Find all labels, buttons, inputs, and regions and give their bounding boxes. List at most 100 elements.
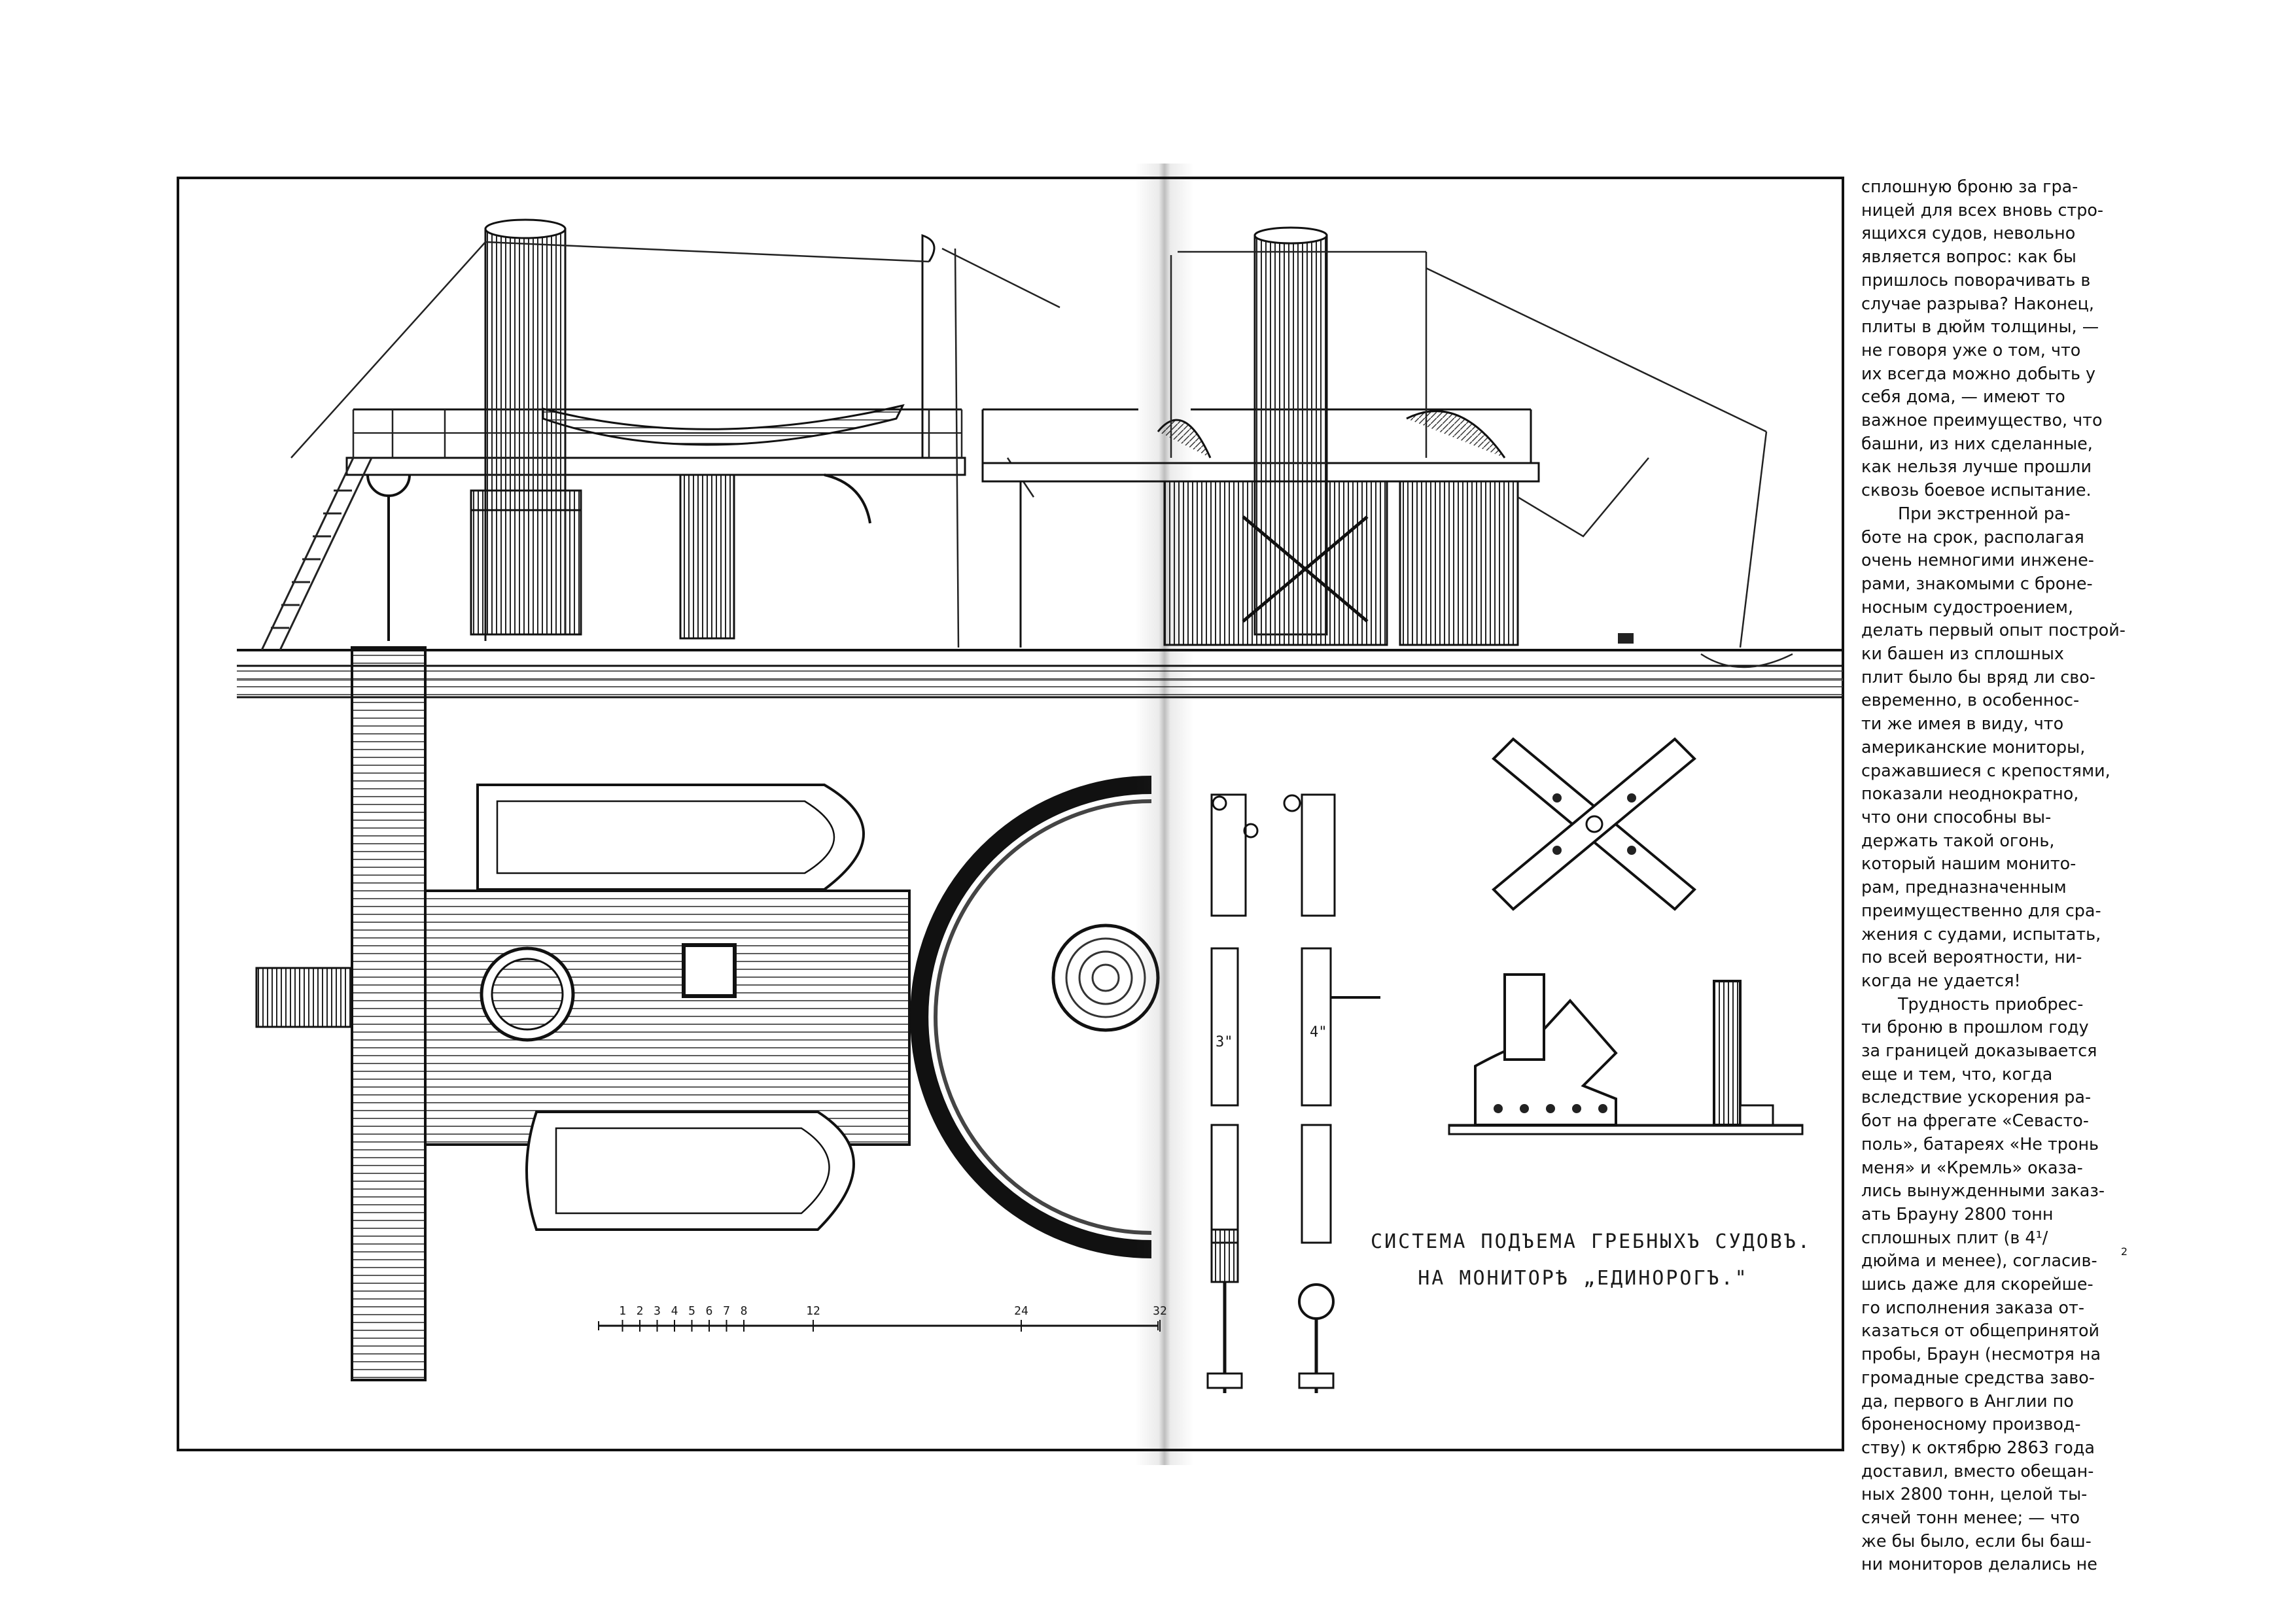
article-line: как нельзя лучше прошли: [1861, 457, 2092, 477]
scale-label: 24: [1014, 1304, 1028, 1318]
article-line: делать первый опыт построй-: [1861, 620, 2126, 640]
article-line: меня» и «Кремль» оказа-: [1861, 1157, 2083, 1177]
article-line: случае разрыва? Наконец,: [1861, 293, 2094, 313]
cross-bracket-fig: [1492, 737, 1696, 911]
ventilator: [366, 474, 411, 641]
article-line: сплошных плит (в 4¹/: [1861, 1227, 2048, 1247]
article-line: ни мониторов делались не: [1861, 1554, 2097, 1574]
plate-caption-line-2: НА МОНИТОРѢ „ЕДИНОРОГЪ.": [1418, 1267, 1748, 1290]
article-line: плит было бы вряд ли сво-: [1861, 666, 2095, 687]
scale-label: 32: [1153, 1304, 1167, 1318]
footnote-marker: 2: [2120, 1245, 2128, 1258]
article-line: Трудность приобрес-: [1898, 993, 2084, 1014]
article-line: носным судостроением,: [1861, 596, 2074, 617]
book-gutter-shadow: [1135, 164, 1194, 1465]
article-line: показали неоднократно,: [1861, 784, 2079, 804]
article-line: ящихся судов, невольно: [1861, 223, 2076, 243]
dim-label-3in: 3": [1216, 1034, 1233, 1050]
article-line: преимущественно для сра-: [1861, 900, 2101, 920]
article-line: который нашим монито-: [1861, 854, 2076, 874]
turret-2: [1399, 480, 1519, 646]
scale-label: 3: [654, 1304, 661, 1318]
turret-plan: [910, 776, 1160, 1258]
deck-fitting: [1618, 633, 1634, 644]
scale-label: 4: [671, 1304, 678, 1318]
article-line: ти броню в прошлом году: [1861, 1017, 2089, 1037]
article-line: сплошную броню за гра-: [1861, 177, 2078, 196]
article-line: пришлось поворачивать в: [1861, 269, 2091, 290]
article-line: себя дома, — имеют то: [1861, 387, 2065, 407]
article-line: ству) к октябрю 2863 года: [1861, 1437, 2095, 1457]
article-line: евременно, в особеннос-: [1861, 690, 2080, 710]
article-line: ных 2800 тонн, целой ты-: [1861, 1484, 2088, 1504]
article-line: еще и тем, что, когда: [1861, 1063, 2053, 1084]
article-line: их всегда можно добыть у: [1861, 363, 2096, 383]
article-line: доставил, вместо обещан-: [1861, 1460, 2094, 1481]
article-column: сплошную броню за гра-ницей для всех вно…: [1861, 175, 2128, 1576]
article-line: когда не удается!: [1861, 970, 2021, 990]
bridge-deck: [345, 457, 966, 476]
article-line: по всей вероятности, ни-: [1861, 947, 2082, 967]
article-line: громадные средства заво-: [1861, 1367, 2095, 1387]
scale-label: 6: [706, 1304, 713, 1318]
article-line: сячей тонн менее; — что: [1861, 1508, 2080, 1528]
article-line: что они способны вы-: [1861, 806, 2052, 827]
article-line: очень немногими инжене-: [1861, 550, 2094, 570]
article-line: американские мониторы,: [1861, 736, 2086, 757]
dim-label-4in: 4": [1310, 1024, 1327, 1041]
rigging-right: [1170, 251, 1793, 668]
boat-plan-bottom: [525, 1111, 855, 1231]
article-line: не говоря уже о том, что: [1861, 339, 2081, 360]
rigging: [290, 241, 1060, 648]
plate-frame: [177, 177, 1844, 1451]
scale-label: 8: [741, 1304, 748, 1318]
side-elevation: [237, 218, 1843, 699]
article-line: ать Брауну 2800 тонн: [1861, 1203, 2054, 1224]
davit-detail-figures: 3" 4": [1206, 737, 1804, 1393]
article-line: вследствие ускорения ра-: [1861, 1087, 2092, 1107]
ships-boat-side: [542, 404, 905, 446]
article-line: сражавшиеся с крепостями,: [1861, 760, 2111, 780]
article-line: важное преимущество, что: [1861, 410, 2103, 430]
deck-ladder: [260, 457, 373, 651]
article-line: дюйма и менее), согласив-: [1861, 1251, 2097, 1271]
davit-fig-1: [1206, 793, 1259, 1393]
article-line: плиты в дюйм толщины, —: [1861, 317, 2099, 337]
scale-label: 2: [637, 1304, 644, 1318]
turret-1: [1163, 480, 1388, 646]
article-line: да, первого в Англии по: [1861, 1391, 2074, 1411]
article-line: жения с судами, испытать,: [1861, 924, 2101, 944]
davit-fig-2: [1283, 793, 1380, 1393]
skylight-round: [480, 946, 575, 1042]
article-line: шись даже для скорейше-: [1861, 1274, 2094, 1294]
article-line: сквозь боевое испытание.: [1861, 480, 2092, 500]
article-line: ти же имея в виду, что: [1861, 714, 2064, 734]
article-line: пробы, Браун (несмотря на: [1861, 1344, 2101, 1364]
article-line: башни, из них сделанные,: [1861, 433, 2093, 453]
vent-cowl-2: [1406, 410, 1506, 458]
article-line: го исполнения заказа от-: [1861, 1297, 2085, 1317]
scale-bar: 12345678122432: [598, 1304, 1167, 1332]
article-line: рами, знакомыми с броне-: [1861, 573, 2093, 593]
article-line: держать такой огонь,: [1861, 830, 2055, 850]
davit-base-fig: [1448, 973, 1804, 1135]
article-line: боте на срок, располагая: [1861, 527, 2084, 547]
article-line: ницей для всех вновь стро-: [1861, 199, 2104, 220]
deck-beam-plan: [351, 646, 427, 1381]
boat-plan-top: [476, 784, 865, 891]
scale-label: 12: [806, 1304, 820, 1318]
hatch-square: [682, 943, 737, 998]
plan-view: [255, 646, 1160, 1381]
scale-label: 5: [688, 1304, 695, 1318]
article-line: поль», батареях «Не тронь: [1861, 1133, 2099, 1154]
article-line: казаться от общепринятой: [1861, 1321, 2100, 1341]
article-line: рам, предназначенным: [1861, 877, 2067, 897]
davit-right: [921, 233, 936, 458]
funnel-1: [470, 218, 582, 636]
article-line: же бы было, если бы баш-: [1861, 1530, 2092, 1551]
scale-label: 1: [619, 1304, 626, 1318]
scale-label: 7: [723, 1304, 730, 1318]
scale-labels: 12345678122432: [619, 1304, 1167, 1332]
